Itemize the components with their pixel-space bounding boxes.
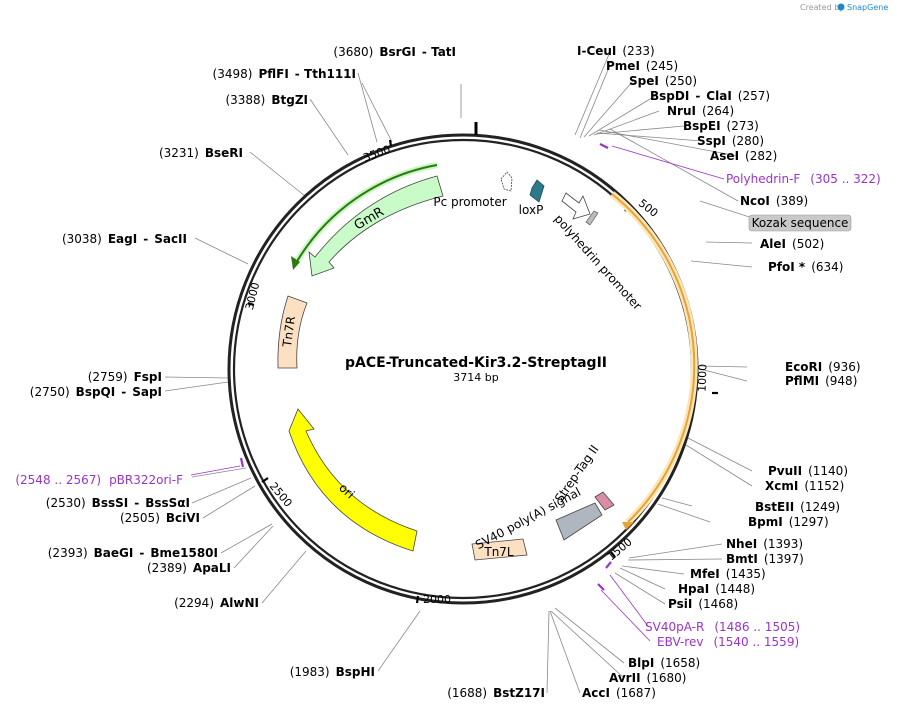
site-label-pflmi: PflMI(948) xyxy=(785,374,857,388)
site-label-alwni: (2294)AlwNI xyxy=(174,596,259,610)
primer-label-ebv-rev: EBV-rev(1540 .. 1559) xyxy=(657,635,799,649)
primer-label-polyhedrin-f: Polyhedrin-F(305 .. 322) xyxy=(726,172,881,186)
site-label-ecori: EcoRI(936) xyxy=(785,360,861,374)
credit-prefix: Created by xyxy=(800,3,844,12)
site-label-bspqi: (2750)BspQI-SapI xyxy=(30,385,162,399)
primer-label-pbr322ori-f: (2548 .. 2567)pBR322ori-F xyxy=(15,473,183,487)
strep-tag-feature xyxy=(594,491,615,511)
site-label-acci: AccI(1687) xyxy=(582,686,656,700)
site-label-bsrgi: (3680)BsrGI-TatI xyxy=(333,45,456,59)
site-label-pfoi: PfoI *(634) xyxy=(768,260,843,274)
feature-label-polyhedrin-promoter: polyhedrin promoter xyxy=(551,212,644,313)
site-label-apali: (2389)ApaLI xyxy=(147,561,231,575)
site-label-pvuii: PvuII(1140) xyxy=(768,464,848,478)
orf-arc-glow xyxy=(609,191,698,525)
primer-labels: Polyhedrin-F(305 .. 322) (2548 .. 2567)p… xyxy=(15,172,880,649)
tick-label-1000: 1000 xyxy=(696,364,710,392)
feature-label-kozak: Kozak sequence xyxy=(752,216,849,230)
tick-label-3500: 3500 xyxy=(361,143,392,165)
site-label-btgzi: (3388)BtgZI xyxy=(225,93,308,107)
site-label-spei: SpeI(250) xyxy=(629,74,697,88)
site-label-pmei: PmeI(245) xyxy=(606,59,678,73)
site-label-bsteii: BstEII(1249) xyxy=(755,500,840,514)
site-label-avrii: AvrII(1680) xyxy=(609,671,686,685)
site-label-bspdi: BspDI-ClaI(257) xyxy=(650,89,770,103)
gmr-line-arrowhead-icon xyxy=(291,256,300,270)
site-label-blpi: BlpI(1658) xyxy=(628,656,700,670)
site-label-baegi: (2393)BaeGI-Bme1580I xyxy=(48,546,218,560)
polyhedrin-promoter-small-feature xyxy=(585,210,599,226)
site-label-hpai: HpaI(1448) xyxy=(678,582,755,596)
site-label-mfei: MfeI(1435) xyxy=(690,567,766,581)
credit-brand: SnapGene xyxy=(847,3,888,12)
sv40-polya-feature xyxy=(555,502,603,541)
site-labels-left: (3680)BsrGI-TatI (3498)PflFI-Tth111I (33… xyxy=(30,45,545,700)
site-label-i-ceui: I-CeuI(233) xyxy=(577,44,655,58)
tn7l-feature xyxy=(471,538,528,561)
loxp-feature xyxy=(529,179,545,203)
site-label-nrui: NruI(264) xyxy=(667,104,734,118)
site-label-sspi: SspI(280) xyxy=(697,134,764,148)
site-label-bcivi: (2505)BciVI xyxy=(120,511,200,525)
site-label-alei: AleI(502) xyxy=(760,237,824,251)
ori-feature xyxy=(288,408,418,552)
tick-label-2000: 2000 xyxy=(423,593,451,606)
site-label-xcmi: XcmI(1152) xyxy=(765,479,844,493)
feature-label-tn7l: Tn7L xyxy=(483,545,514,559)
site-label-bpmi: BpmI(1297) xyxy=(748,515,829,529)
site-label-eagi: (3038)EagI-SacII xyxy=(62,232,187,246)
site-label-psii: PsiI(1468) xyxy=(668,597,738,611)
orf-arc xyxy=(611,193,696,523)
pc-promoter-feature xyxy=(500,171,513,192)
site-label-bstz17i: (1688)BstZ17I xyxy=(447,686,545,700)
site-label-bsphi: (1983)BspHI xyxy=(290,665,375,679)
site-label-bsssi: (2530)BssSI-BssSαI xyxy=(46,496,190,510)
feature-label-loxp: loxP xyxy=(519,203,544,217)
site-label-bmti: BmtI(1397) xyxy=(726,552,804,566)
plasmid-name: pACE-Truncated-Kir3.2-StreptagII xyxy=(345,355,607,371)
site-label-nhei: NheI(1393) xyxy=(726,537,803,551)
snapgene-logo-icon xyxy=(837,3,845,11)
feature-label-tn7r: Tn7R xyxy=(280,315,298,349)
leader-lines xyxy=(164,51,769,694)
plasmid-size: 3714 bp xyxy=(453,371,498,384)
site-labels-right: AccI(1687) AvrII(1680) BlpI(1658) PsiI(1… xyxy=(577,44,861,700)
site-label-bseri: (3231)BseRI xyxy=(159,146,243,160)
tn7r-feature xyxy=(277,295,308,369)
gmr-line xyxy=(295,164,438,264)
tick-label-1500: 1500 xyxy=(605,535,635,563)
site-label-pflfi: (3498)PflFI-Tth111I xyxy=(213,67,356,81)
gmr-feature xyxy=(308,175,444,277)
primer-label-sv40pa-r: SV40pA-R(1486 .. 1505) xyxy=(645,620,800,634)
site-label-ncoi: NcoI(389) xyxy=(740,194,808,208)
primer-marks xyxy=(239,143,612,591)
kozak-label-box xyxy=(748,214,852,232)
polyhedrin-promoter-feature xyxy=(561,192,591,220)
feature-label-pc-promoter: Pc promoter xyxy=(433,195,506,209)
site-label-bspei: BspEI(273) xyxy=(683,119,759,133)
site-label-asei: AseI(282) xyxy=(710,149,777,163)
orf-arrowhead-icon xyxy=(622,522,634,530)
primer-leader-lines xyxy=(190,145,725,642)
site-label-fspi: (2759)FspI xyxy=(88,370,162,384)
